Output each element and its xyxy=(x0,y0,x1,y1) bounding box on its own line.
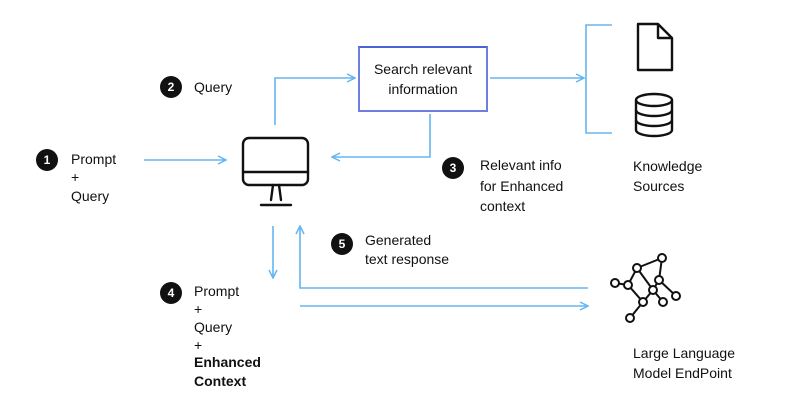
search-relevant-information-box: Search relevant information xyxy=(358,46,488,112)
step-3-line-1: Relevant info xyxy=(480,157,562,173)
step-4-line-1: Prompt xyxy=(194,283,240,299)
step-4-badge: 4 xyxy=(160,282,182,304)
arrow-search-to-computer xyxy=(332,114,431,157)
step-1-badge: 1 xyxy=(36,149,58,171)
arrow-llm-to-computer xyxy=(300,226,588,289)
step-4-line-3: Query xyxy=(194,319,233,335)
step-1-line-3: Query xyxy=(71,188,110,204)
sources-bracket xyxy=(585,24,612,134)
step-1-line-1: Prompt xyxy=(71,151,117,167)
computer-monitor-icon xyxy=(241,136,310,207)
knowledge-sources-line-2: Sources xyxy=(633,178,685,194)
step-2-line-1: Query xyxy=(194,79,233,95)
step-4-line-5: Enhanced xyxy=(194,354,261,370)
step-3-line-3: context xyxy=(480,198,526,214)
step-2-badge: 2 xyxy=(160,76,182,98)
llm-line-1: Large Language xyxy=(633,345,735,361)
network-graph-icon xyxy=(610,253,681,323)
llm-line-2: Model EndPoint xyxy=(633,365,732,381)
step-1-line-2: + xyxy=(71,169,80,185)
step-4-line-4: + xyxy=(194,337,203,353)
step-4-line-6: Context xyxy=(194,373,247,389)
database-icon xyxy=(634,92,674,138)
step-5-line-1: Generated xyxy=(365,232,432,248)
arrow-computer-to-search xyxy=(274,78,355,125)
step-3-line-2: for Enhanced xyxy=(480,178,564,194)
document-icon xyxy=(636,22,674,72)
step-5-badge: 5 xyxy=(331,233,353,255)
step-4-line-2: + xyxy=(194,301,203,317)
step-5-line-2: text response xyxy=(365,251,450,267)
knowledge-sources-line-1: Knowledge xyxy=(633,158,703,174)
step-3-badge: 3 xyxy=(442,157,464,179)
